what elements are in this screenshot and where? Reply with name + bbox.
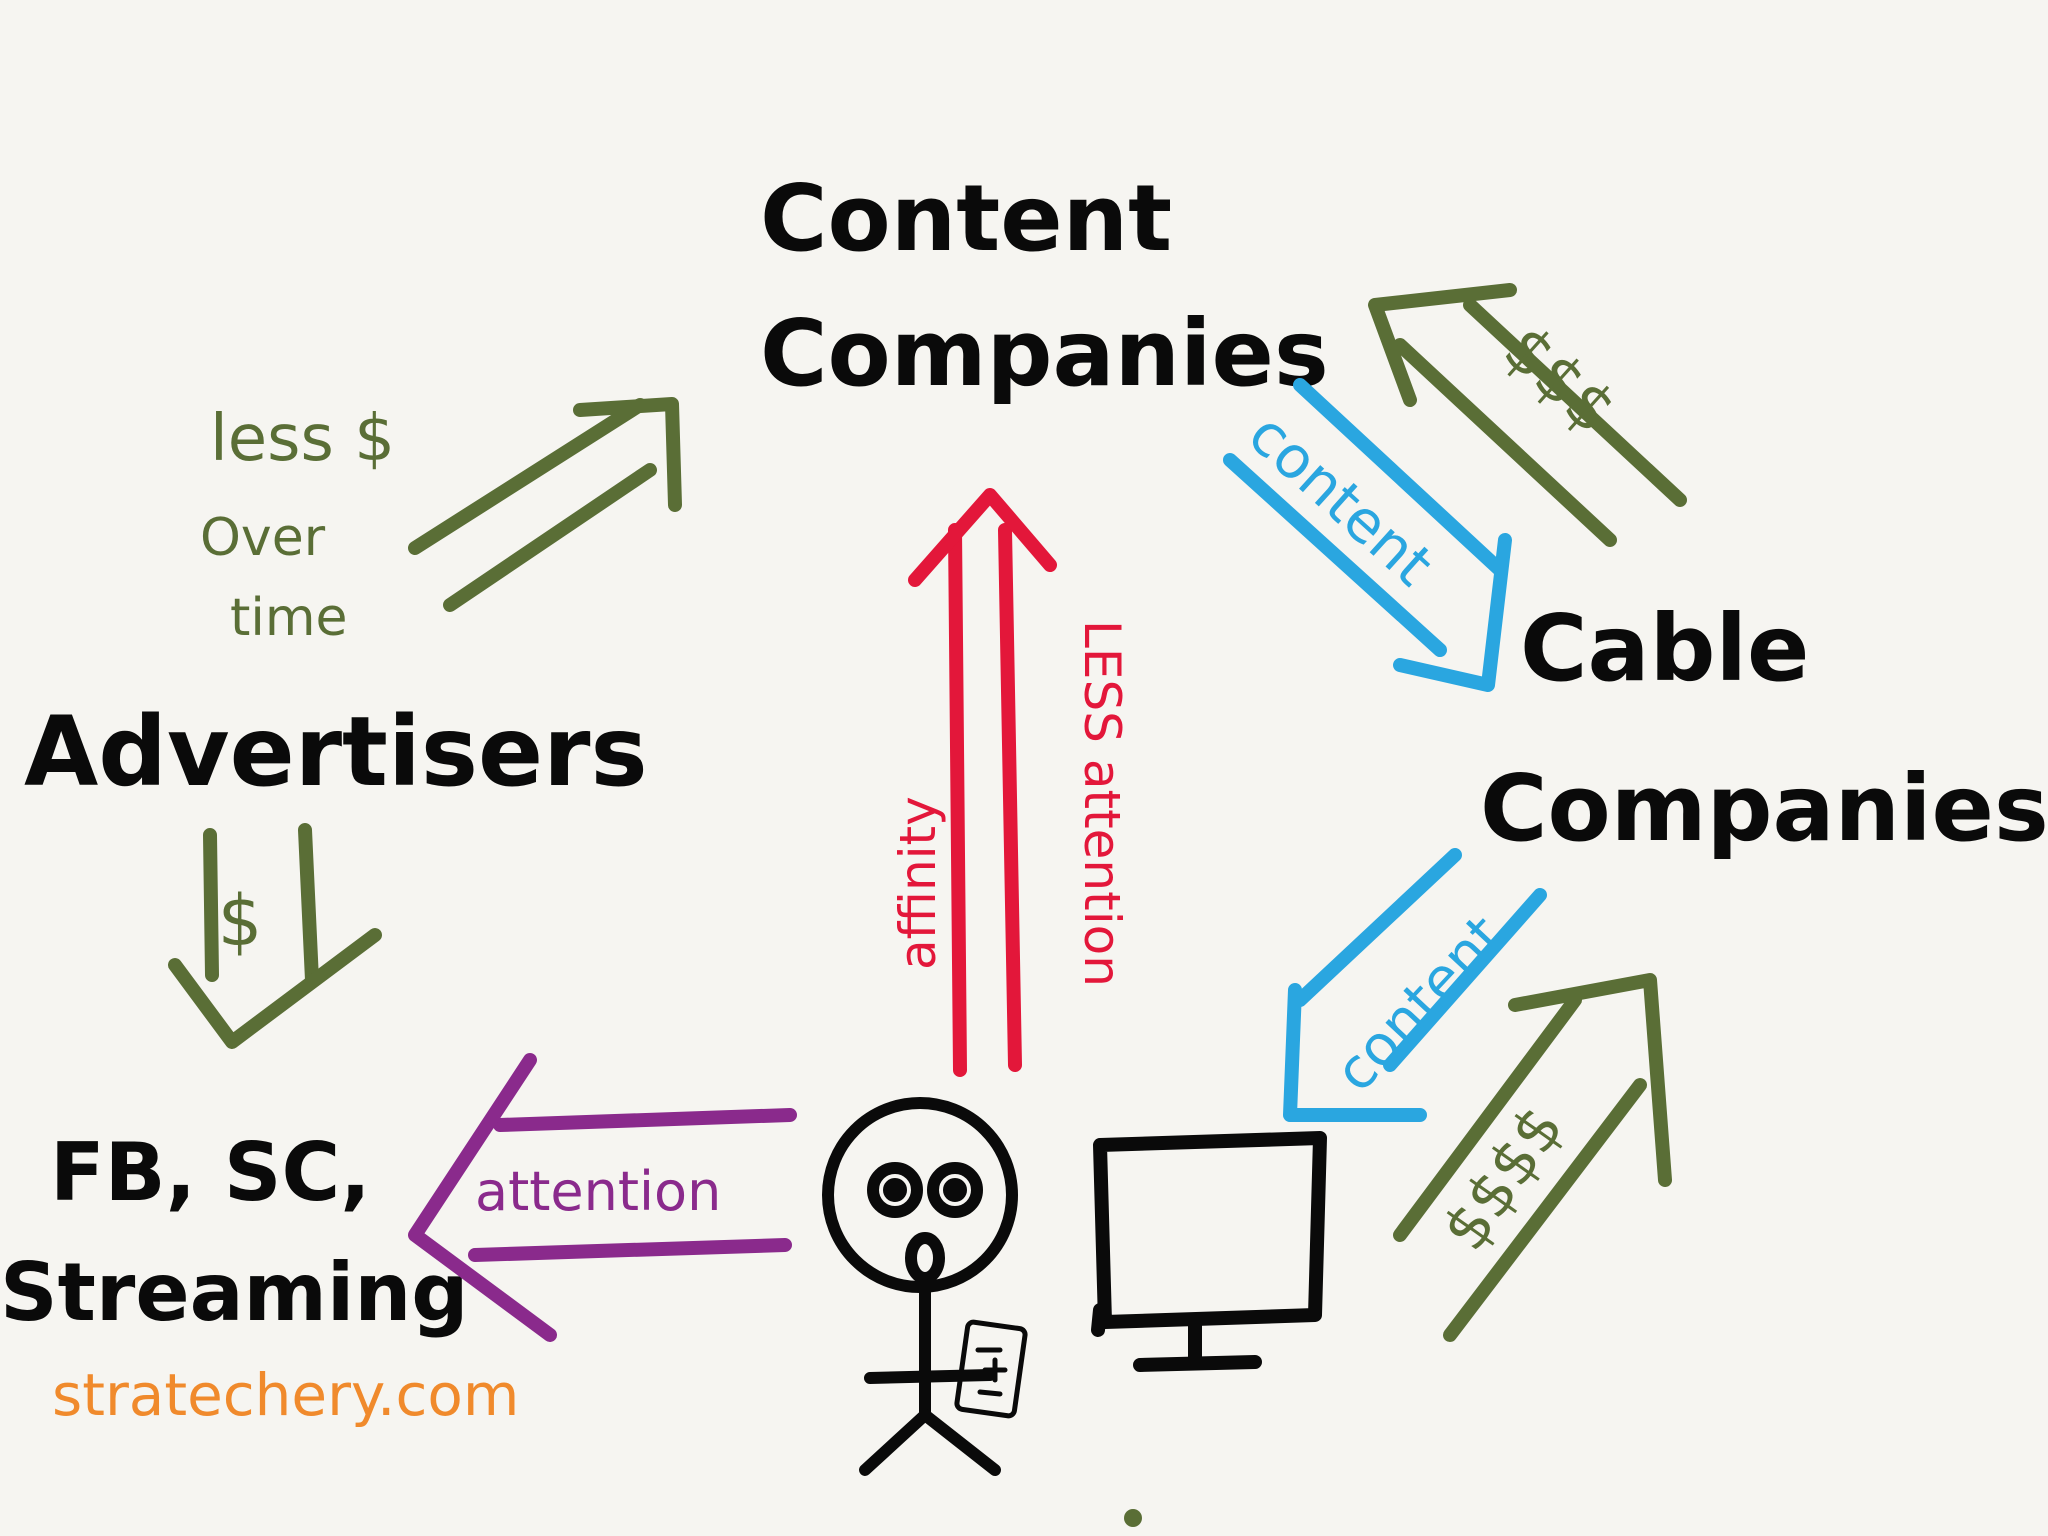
cable-companies-label: Cable Companies [1480,595,2048,862]
advertisers-label: Advertisers [24,696,648,808]
content-companies-label: Content Companies [760,165,1329,407]
platforms-line-2: Streaming [0,1246,469,1339]
content-companies-line-1: Content [760,165,1172,272]
cable-companies-line-2: Companies [1480,755,2048,862]
cable-companies-line-1: Cable [1520,595,1809,702]
money-arrow-advertisers-to-content [408,397,682,612]
time-text: time [230,588,347,648]
affinity-arrow-viewer-to-content [908,488,1057,1077]
viewer-eyes [867,1162,983,1218]
content-arrow-content-to-cable [1223,378,1512,692]
content-arrow-cable-to-tv [1283,848,1547,1122]
attention-label: attention [475,1160,721,1223]
viewer-legs [859,1409,1001,1476]
over-text: Over [200,508,326,568]
less-attention-label: LESS attention [1073,620,1131,987]
less-money-over-time-label: less $ Over time [200,402,395,648]
tv-screen [1093,1131,1327,1329]
platforms-label: FB, SC, Streaming [0,1126,469,1339]
affinity-label: affinity [889,796,947,970]
stray-dot [1124,1509,1142,1527]
viewer-mouth [905,1232,945,1284]
remote-control-icon [954,1319,1028,1419]
viewer-arms [864,1369,996,1384]
credit-text: stratechery.com [52,1361,519,1429]
tv-base [1133,1355,1262,1372]
less-money-text: less $ [210,402,395,476]
cable-to-tv-label: content [1323,903,1517,1104]
money-arrow-advertisers-to-platforms [168,823,382,1049]
money-arrow-cable-to-content [1368,283,1687,547]
viewer-figure [822,1097,1018,1476]
content-companies-line-2: Companies [760,300,1329,407]
money-arrow-viewer-to-cable [1393,973,1672,1342]
tv-icon [1091,1131,1327,1372]
platforms-line-1: FB, SC, [50,1126,371,1219]
attention-arrow-viewer-to-platforms [408,1053,797,1342]
advertisers-money-label: $ [218,880,263,962]
